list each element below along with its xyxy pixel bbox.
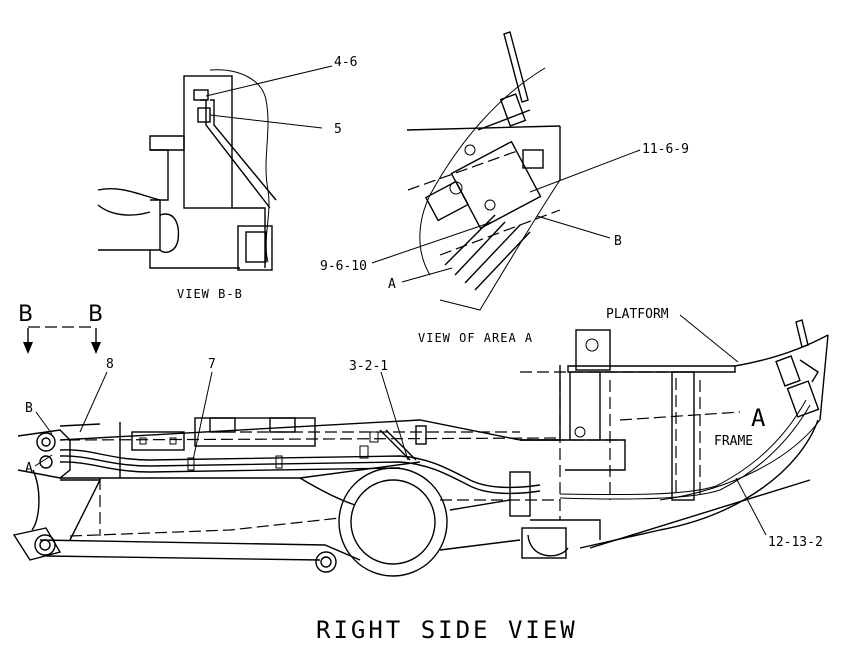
view-bb-caption: VIEW B-B xyxy=(177,287,243,301)
callout-12-13-2: 12-13-2 xyxy=(768,535,823,550)
main-side-view: PLATFORM A FRAME 12-13-2 xyxy=(12,307,829,577)
callout-b-detail: B xyxy=(614,234,622,249)
callout-3-2-1: 3-2-1 xyxy=(349,359,388,374)
callout-7: 7 xyxy=(208,357,216,372)
view-area-a-caption: VIEW OF AREA A xyxy=(418,331,533,345)
callout-4-6: 4-6 xyxy=(334,55,357,70)
view-area-a-detail: 11-6-9 B 9-6-10 A VIEW OF AREA A xyxy=(320,31,689,345)
callout-9-6-10: 9-6-10 xyxy=(320,259,367,274)
drawing-title: RIGHT SIDE VIEW xyxy=(316,616,578,644)
callout-platform: PLATFORM xyxy=(606,307,669,322)
callout-a-main: A xyxy=(25,461,33,476)
callout-11-6-9: 11-6-9 xyxy=(642,142,689,157)
section-marker-bb: B B xyxy=(18,302,103,354)
callout-8: 8 xyxy=(106,357,114,372)
section-marker-right: B xyxy=(88,302,103,327)
callout-frame: FRAME xyxy=(714,434,753,449)
callout-5: 5 xyxy=(334,122,342,137)
callout-b-main: B xyxy=(25,401,33,416)
callout-area-a: A xyxy=(751,404,768,432)
section-marker-left: B xyxy=(18,302,33,327)
callout-a-detail: A xyxy=(388,277,396,292)
view-bb-detail: 4-6 5 VIEW B-B xyxy=(97,55,357,301)
